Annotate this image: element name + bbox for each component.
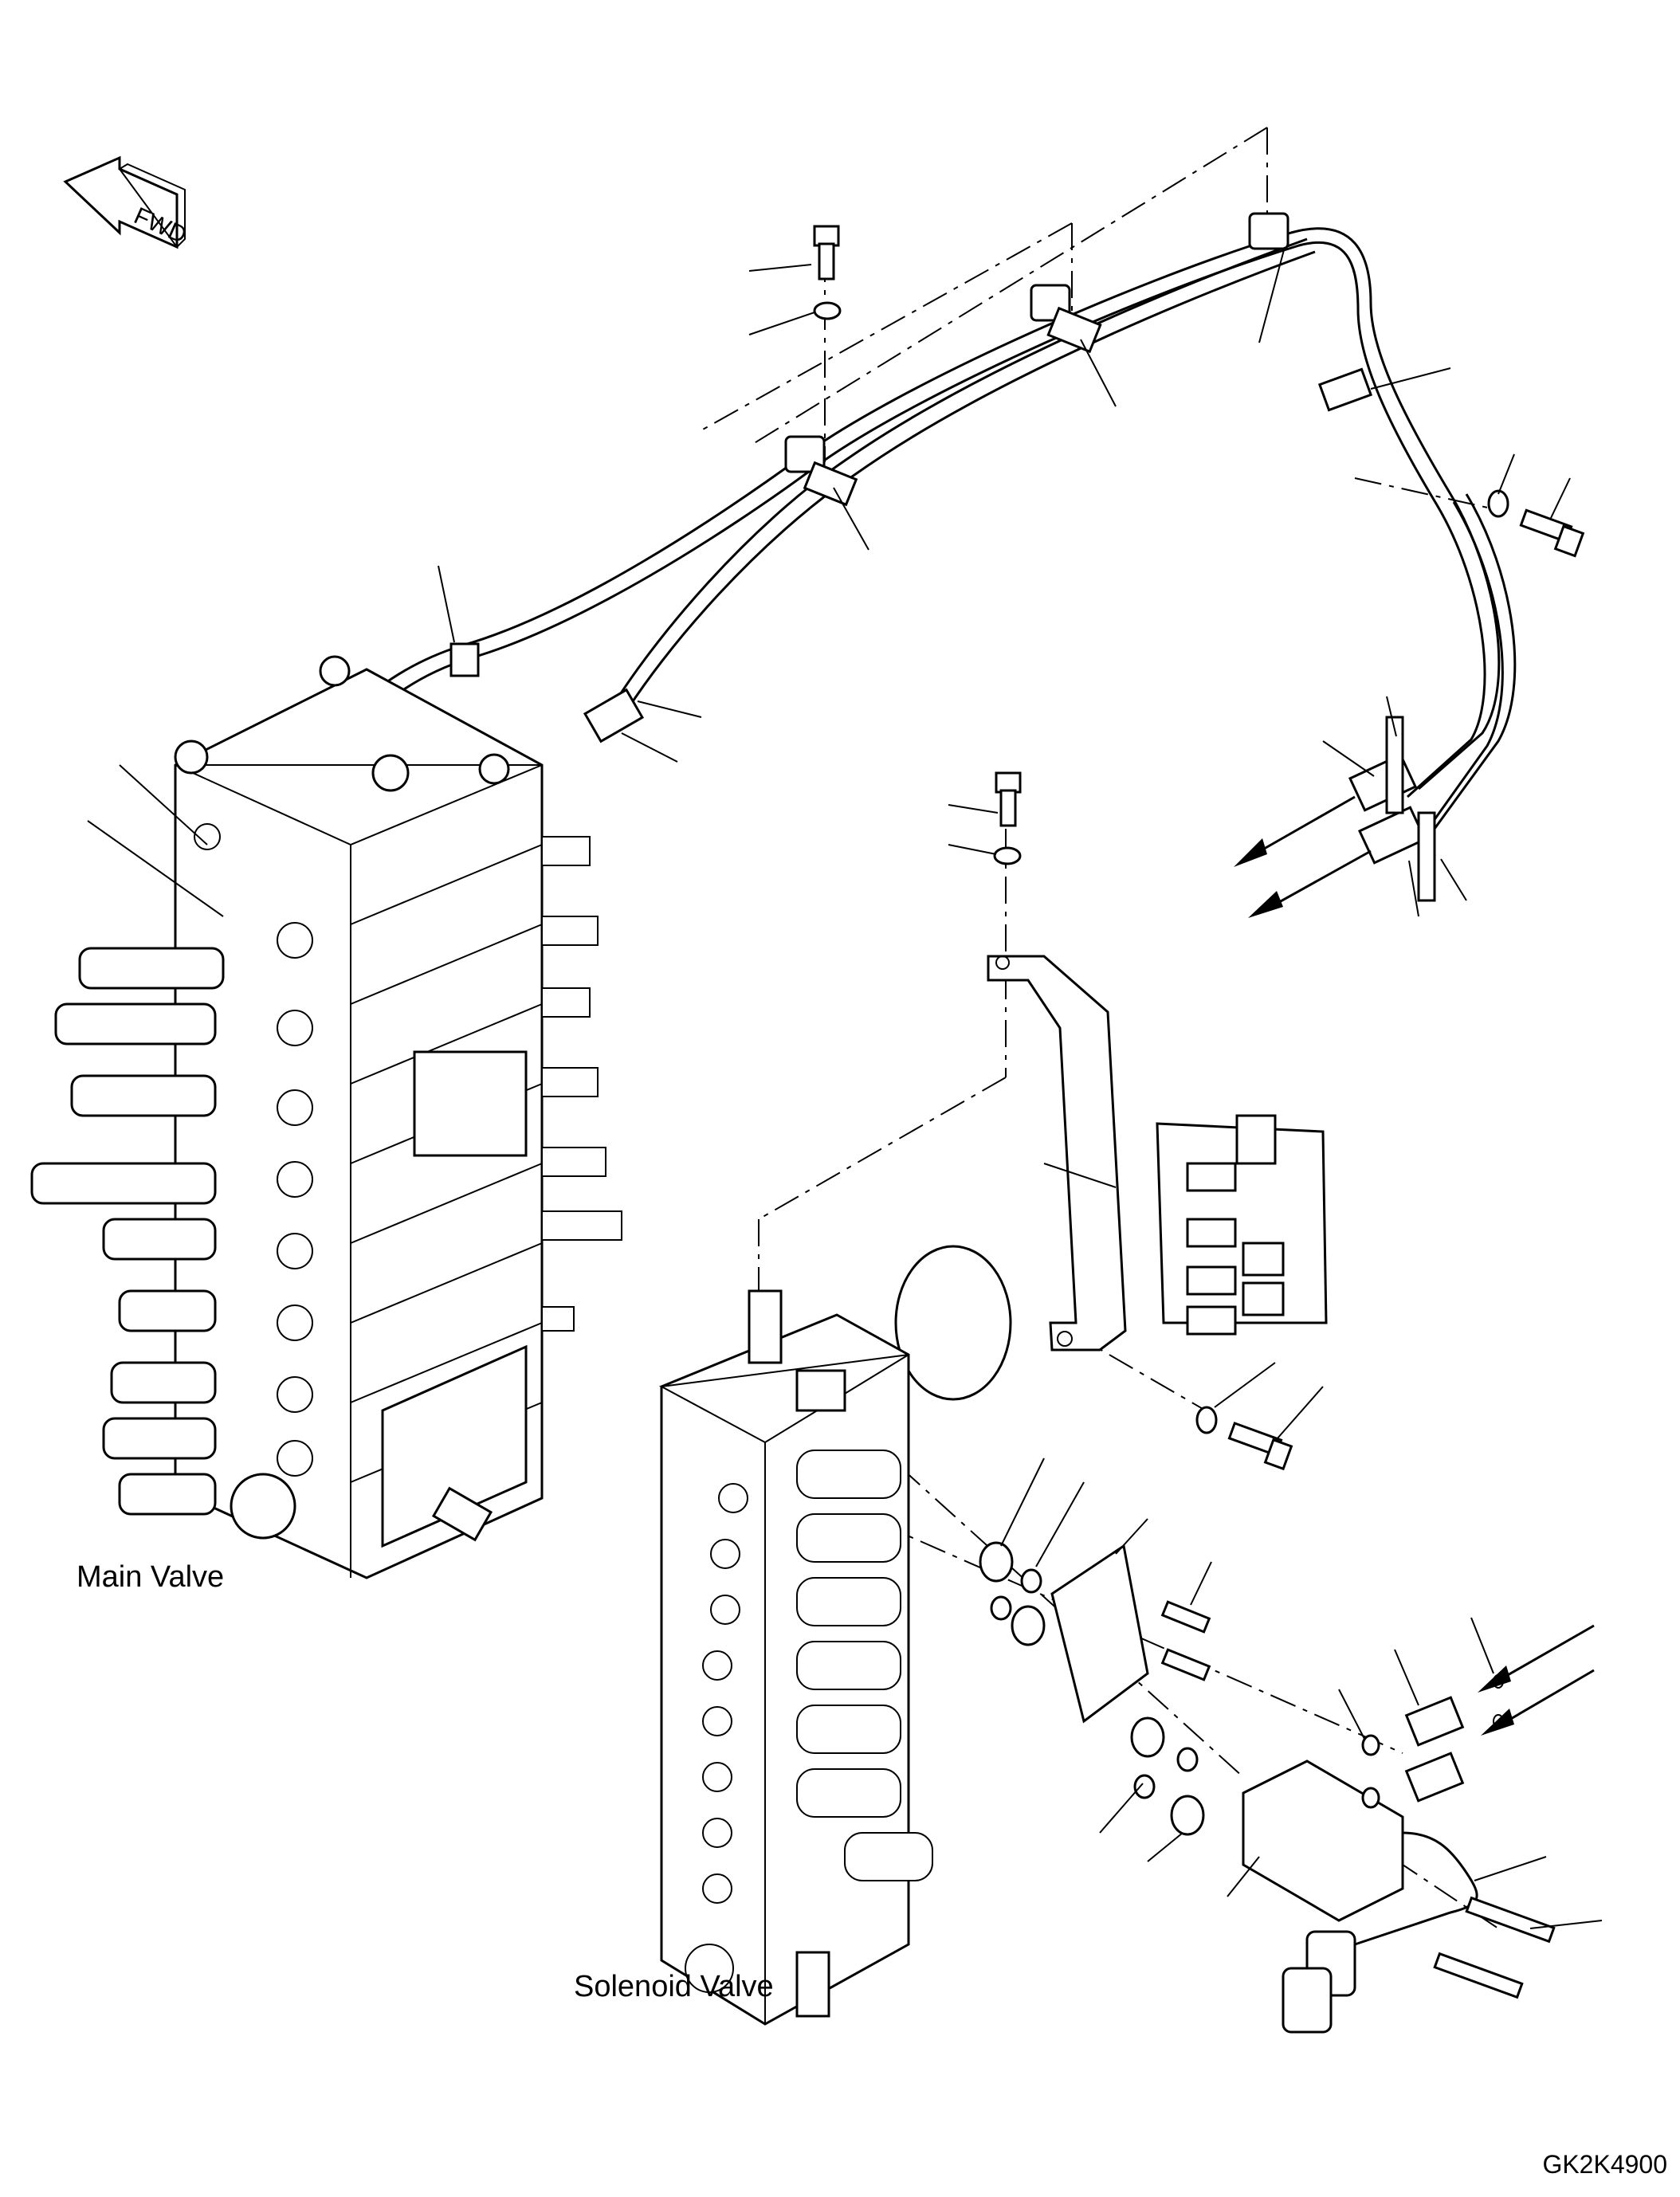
hose-clamps — [449, 212, 1373, 677]
seal-kit — [979, 1541, 1211, 1836]
fwd-arrow-icon: FWD — [63, 155, 190, 249]
drawing-code: GK2K4900 — [1542, 2150, 1667, 2179]
main-valve-label: Main Valve — [77, 1560, 225, 1594]
arrow-icon — [1234, 795, 1595, 1736]
bolts-upper — [813, 225, 1585, 865]
leader-lines — [87, 246, 1603, 1929]
solenoid-valve — [658, 1245, 1012, 2026]
solenoid-valve-label: Solenoid Valve — [574, 1970, 774, 2003]
sensor-block — [1242, 1674, 1556, 2034]
main-valve — [30, 655, 622, 1579]
bracket — [987, 955, 1328, 1471]
hose-connectors — [1348, 716, 1436, 902]
